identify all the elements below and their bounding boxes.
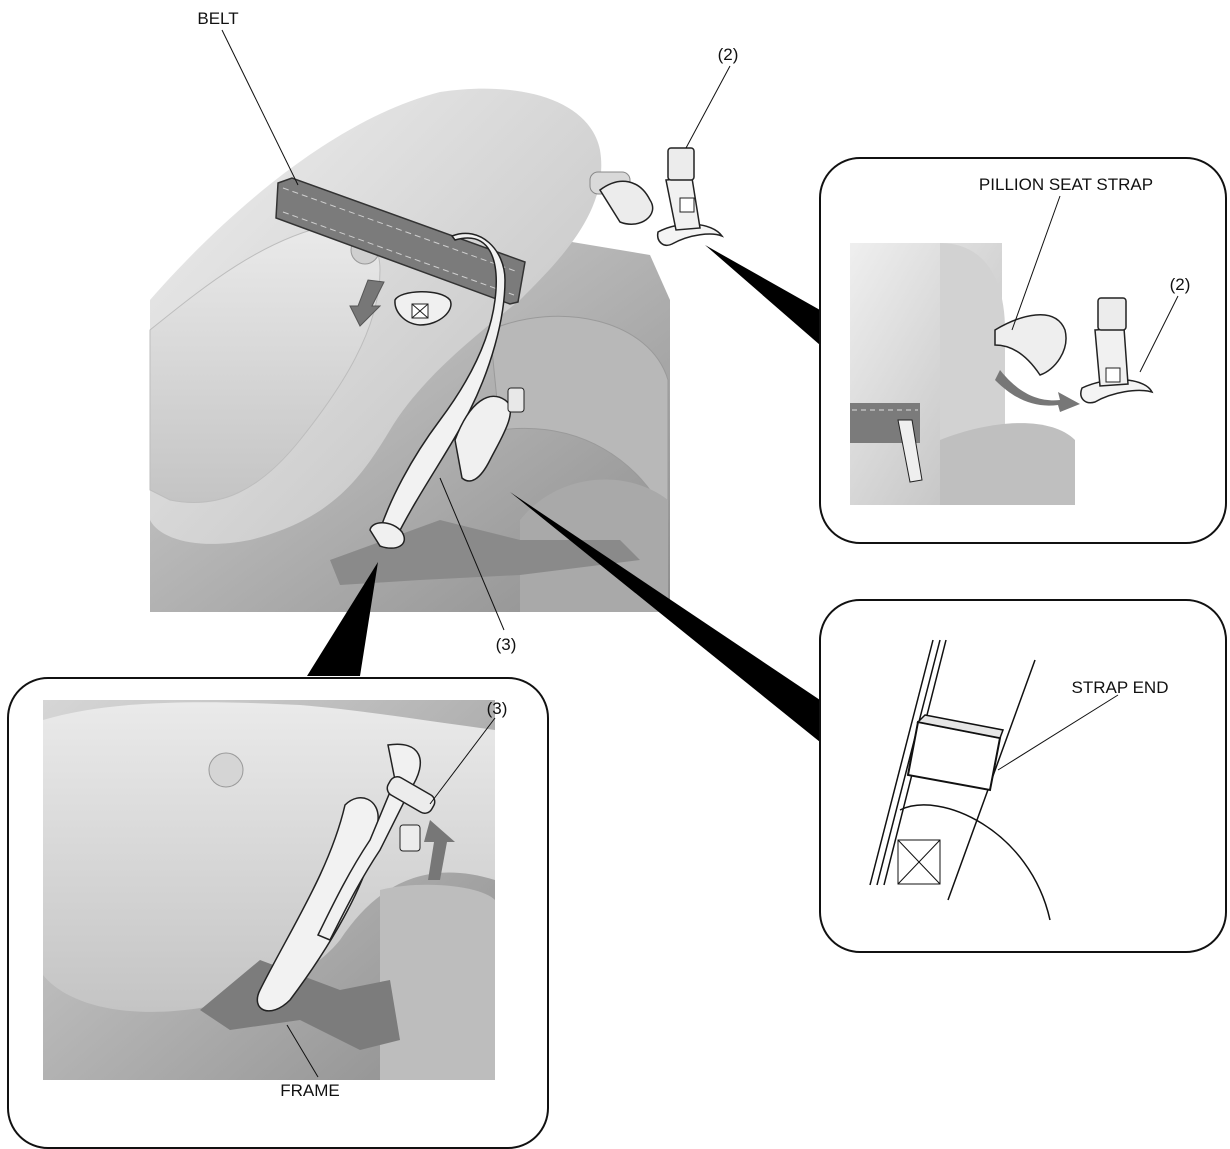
leader-callout-2-top: [686, 66, 730, 148]
label-callout-2-top: (2): [718, 45, 739, 64]
label-frame: FRAME: [280, 1081, 340, 1100]
detail-frame-mid-right: [820, 600, 1226, 952]
label-callout-2-detail: (2): [1170, 275, 1191, 294]
strap-buckle: [508, 388, 524, 412]
main-illustration: [150, 89, 722, 612]
detail-strap-2-tag: [1106, 368, 1120, 382]
detail-pillion-seat-strap: [820, 158, 1226, 543]
detail-strap-buckle: [400, 825, 420, 851]
strap-2-band: [600, 181, 653, 224]
callout-wedge-pillion: [705, 245, 820, 345]
label-callout-3-main: (3): [496, 635, 517, 654]
label-callout-3-detail: (3): [487, 699, 508, 718]
detail-fender: [940, 423, 1075, 505]
strap-2-buckle: [668, 148, 694, 180]
detail-frame-bolt: [209, 753, 243, 787]
detail-strap-end: [820, 600, 1226, 952]
detail-strap-2-buckle: [1098, 298, 1126, 330]
detail-frame-fender: [380, 885, 495, 1080]
leader-belt: [222, 30, 298, 185]
detail-frame: [8, 678, 548, 1148]
pillion-strap-2: [600, 148, 722, 245]
label-pillion-seat-strap: PILLION SEAT STRAP: [979, 175, 1153, 194]
label-belt: BELT: [197, 9, 238, 28]
strap-2-tag: [680, 198, 694, 212]
label-strap-end: STRAP END: [1072, 678, 1169, 697]
